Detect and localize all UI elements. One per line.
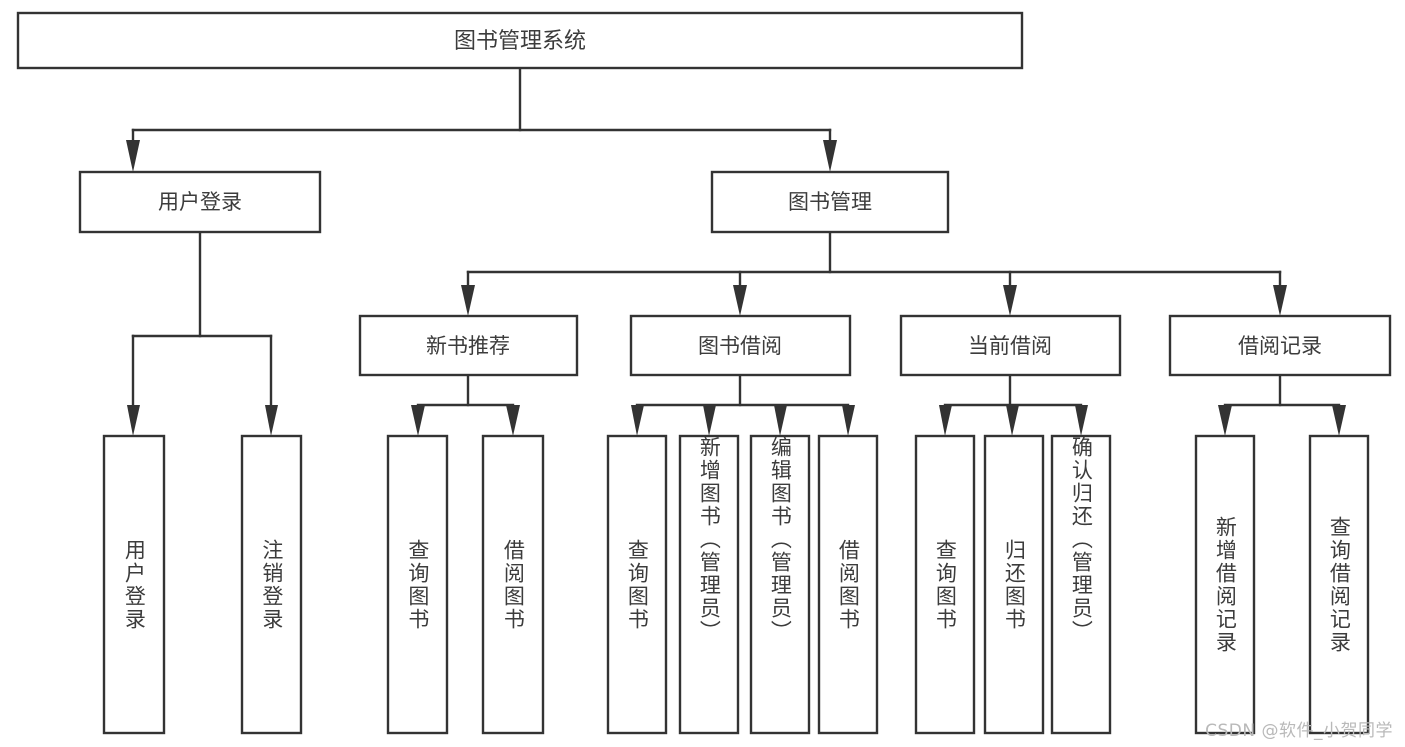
arrow-head-leaf-return-book: [1006, 405, 1019, 436]
arrow-head-leaf-query-record: [1332, 405, 1346, 436]
label-book-borrow: 图书借阅: [698, 334, 782, 358]
arrow-head-leaf-confirm-return: [1075, 405, 1088, 436]
arrow-head-leaf-logout: [265, 405, 278, 436]
arrow-head-leaf-add-record: [1218, 405, 1232, 436]
arrow-head-borrow-record: [1273, 285, 1287, 316]
node-box-leaf-logout[interactable]: [240, 434, 303, 735]
node-box-leaf-add-record[interactable]: [1194, 434, 1256, 735]
node-box-leaf-confirm-return[interactable]: [1050, 434, 1112, 735]
arrow-head-leaf-query-book-cur: [939, 405, 952, 436]
node-box-leaf-query-book-cur[interactable]: [914, 434, 976, 735]
node-box-leaf-query-record[interactable]: [1308, 434, 1370, 735]
arrow-head-leaf-add-book: [703, 405, 716, 436]
connector-group: [126, 66, 1346, 436]
node-box-leaf-query-book-borrow[interactable]: [606, 434, 668, 735]
node-box-borrow-record[interactable]: [1168, 314, 1392, 377]
node-label-group: 图书管理系统 用户登录 图书管理 新书推荐 图书借阅 当前借阅 借阅记录: [158, 29, 1322, 358]
node-box-leaf-edit-book[interactable]: [749, 434, 811, 735]
node-box-leaf-add-book[interactable]: [678, 434, 740, 735]
node-box-new-book-rec[interactable]: [358, 314, 579, 377]
label-book-mgmt: 图书管理: [788, 190, 872, 214]
arrow-head-leaf-borrow-book-rec: [506, 405, 520, 436]
node-box-user-login[interactable]: [78, 170, 322, 234]
node-box-group: [16, 11, 1392, 735]
arrow-head-current-borrow: [1003, 285, 1017, 316]
arrow-head-user-login: [126, 140, 140, 172]
node-box-root[interactable]: [16, 11, 1024, 70]
label-borrow-record: 借阅记录: [1238, 334, 1322, 358]
node-box-book-mgmt[interactable]: [710, 170, 950, 234]
node-box-current-borrow[interactable]: [899, 314, 1122, 377]
watermark: CSDN @软件_小贺同学: [1205, 721, 1393, 741]
arrow-head-leaf-query-book-rec: [411, 405, 425, 436]
arrow-head-new-book-rec: [461, 285, 475, 316]
node-box-book-borrow[interactable]: [629, 314, 852, 377]
node-box-leaf-borrow-book-rec[interactable]: [481, 434, 545, 735]
label-root: 图书管理系统: [454, 29, 586, 54]
arrow-head-leaf-edit-book: [774, 405, 787, 436]
arrow-head-leaf-user-login: [127, 405, 140, 436]
arrow-head-book-borrow: [733, 285, 747, 316]
label-user-login: 用户登录: [158, 190, 242, 214]
node-box-leaf-borrow-book[interactable]: [817, 434, 879, 735]
label-new-book-rec: 新书推荐: [426, 334, 510, 358]
node-box-leaf-query-book-rec[interactable]: [386, 434, 449, 735]
node-box-leaf-return-book[interactable]: [983, 434, 1045, 735]
label-current-borrow: 当前借阅: [968, 334, 1052, 358]
arrow-head-book-mgmt: [823, 140, 837, 172]
arrow-head-leaf-query-book-borrow: [631, 405, 644, 436]
arrow-head-leaf-borrow-book: [842, 405, 855, 436]
node-box-leaf-user-login[interactable]: [102, 434, 166, 735]
